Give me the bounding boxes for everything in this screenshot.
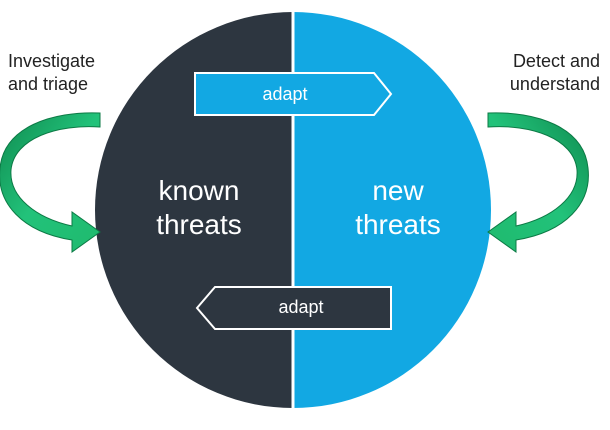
detect-label-line1: Detect and [512,51,600,71]
right-cycle-arrow-icon [487,112,589,253]
investigate-label-line2: and triage [8,74,89,94]
known-threats-text: known threats [114,174,284,242]
adapt-arrow-left [195,286,392,330]
adapt-top-label: adapt [262,84,308,104]
detect-label-line2: understand [509,74,600,94]
new-threats-text: new threats [313,174,483,242]
known-threats-line1: known [158,175,240,206]
adapt-bottom-label: adapt [278,297,324,317]
investigate-triage-label: Investigate and triage [8,50,95,96]
investigate-label-line1: Investigate [8,51,96,71]
known-threats-line2: threats [156,209,242,240]
new-threats-line2: threats [355,209,441,240]
detect-understand-label: Detect and understand [510,50,600,96]
left-cycle-arrow-icon [0,112,101,253]
adapt-arrow-right [194,72,393,116]
new-threats-line1: new [372,175,424,206]
